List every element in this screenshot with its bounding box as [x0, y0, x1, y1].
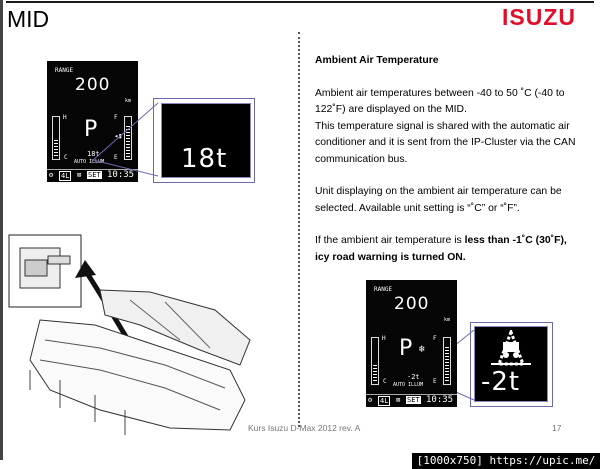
seat-icon: ⊠	[77, 171, 82, 179]
status-strip: ⚙ 4L ⊠ SET 10:35	[47, 169, 138, 182]
ambient-temp: -2t	[407, 373, 420, 381]
isuzu-logo: ISUZU	[502, 6, 576, 28]
para1-line2: 122˚F) are displayed on the MID.	[315, 104, 467, 115]
set-label: SET	[87, 171, 102, 179]
cold-label: C	[64, 154, 68, 161]
zoom-temp-top: 18t	[181, 144, 228, 174]
range-unit: km	[125, 98, 132, 104]
page-title: MID	[7, 6, 50, 32]
hot-label: H	[63, 114, 67, 121]
hot-label: H	[382, 335, 386, 342]
bumper-sensor-illustration	[8, 234, 251, 435]
zoom-frame-top	[153, 98, 255, 183]
status-strip: ⚙ 4L ⊠ SET 10:35	[366, 394, 457, 407]
range-value: 200	[394, 294, 430, 314]
cold-label: C	[383, 378, 387, 385]
zoom-panel-bottom: -2t	[474, 326, 548, 402]
body-text: Ambient Air Temperature Ambient air temp…	[315, 53, 587, 266]
para3-bold2: icy road warning is turned ON.	[315, 251, 466, 263]
zoom-panel-top: 18t	[161, 103, 251, 178]
para1-line5: communication bus.	[315, 153, 408, 165]
para3-line1: If the ambient air temperature is less t…	[315, 233, 587, 250]
para1-line4: conditioner and it is sent from the IP-C…	[315, 137, 576, 148]
seat-icon: ⊠	[396, 396, 401, 404]
full-label: F	[114, 114, 118, 121]
footer-course: Kurs Isuzu D-Max 2012 rev. A	[248, 423, 361, 433]
mid-display-top: RANGE 200 km H C P F E ◂▮ 18t AUTO ILLUM…	[47, 61, 138, 182]
auto-illum-label: AUTO ILLUM	[74, 159, 105, 165]
para3-bold1: less than -1˚C (30˚F),	[464, 235, 567, 246]
range-value: 200	[75, 75, 111, 95]
empty-label: E	[114, 154, 118, 161]
page-number: 17	[552, 423, 562, 433]
dotted-divider	[298, 32, 300, 427]
section-heading: Ambient Air Temperature	[315, 55, 439, 66]
left-rule	[0, 0, 3, 460]
isuzu-logo-text: ISUZU	[502, 6, 576, 28]
drive-icon: ⚙	[368, 396, 373, 404]
full-label: F	[433, 335, 437, 342]
zoom-frame-bottom	[470, 322, 553, 407]
para1-line3: This temperature signal is shared with t…	[315, 120, 570, 132]
range-unit: km	[444, 317, 451, 323]
para3-line2: icy road warning is turned ON.	[315, 250, 587, 267]
drive-icon: ⚙	[49, 171, 54, 179]
para2-line2: selected. Available unit setting is “˚C”…	[315, 202, 520, 214]
icy-road-warning-icon	[491, 330, 531, 366]
upic-watermark: [1000x750] https://upic.me/	[412, 453, 600, 469]
zoom-temp-bottom: -2t	[481, 367, 521, 397]
icy-road-icon: ❄	[419, 344, 426, 355]
mode-4l: 4L	[378, 396, 391, 406]
top-rule	[6, 1, 594, 3]
para1-line1: Ambient air temperatures between -40 to …	[315, 87, 565, 99]
gear-indicator: P	[399, 336, 413, 361]
gear-indicator: P	[84, 117, 98, 142]
empty-label: E	[433, 378, 437, 385]
range-label: RANGE	[374, 286, 393, 293]
fuel-gauge	[124, 116, 132, 160]
mid-display-bottom: RANGE 200 km H C P ❄ F E -2t AUTO ILLUM …	[366, 280, 457, 407]
fuel-gauge	[443, 337, 451, 385]
para2-line1: Unit displaying on the ambient air tempe…	[315, 186, 562, 197]
set-label: SET	[406, 396, 421, 404]
fuel-icon: ◂▮	[114, 132, 123, 140]
ambient-temp: 18t	[87, 150, 100, 158]
clock-time: 10:35	[426, 395, 454, 405]
mode-4l: 4L	[59, 171, 72, 181]
auto-illum-label: AUTO ILLUM	[393, 382, 424, 388]
para3-pre: If the ambient air temperature is	[315, 235, 465, 246]
range-label: RANGE	[55, 67, 74, 74]
temp-gauge	[52, 116, 60, 160]
temp-gauge	[371, 337, 379, 385]
clock-time: 10:35	[107, 170, 135, 180]
